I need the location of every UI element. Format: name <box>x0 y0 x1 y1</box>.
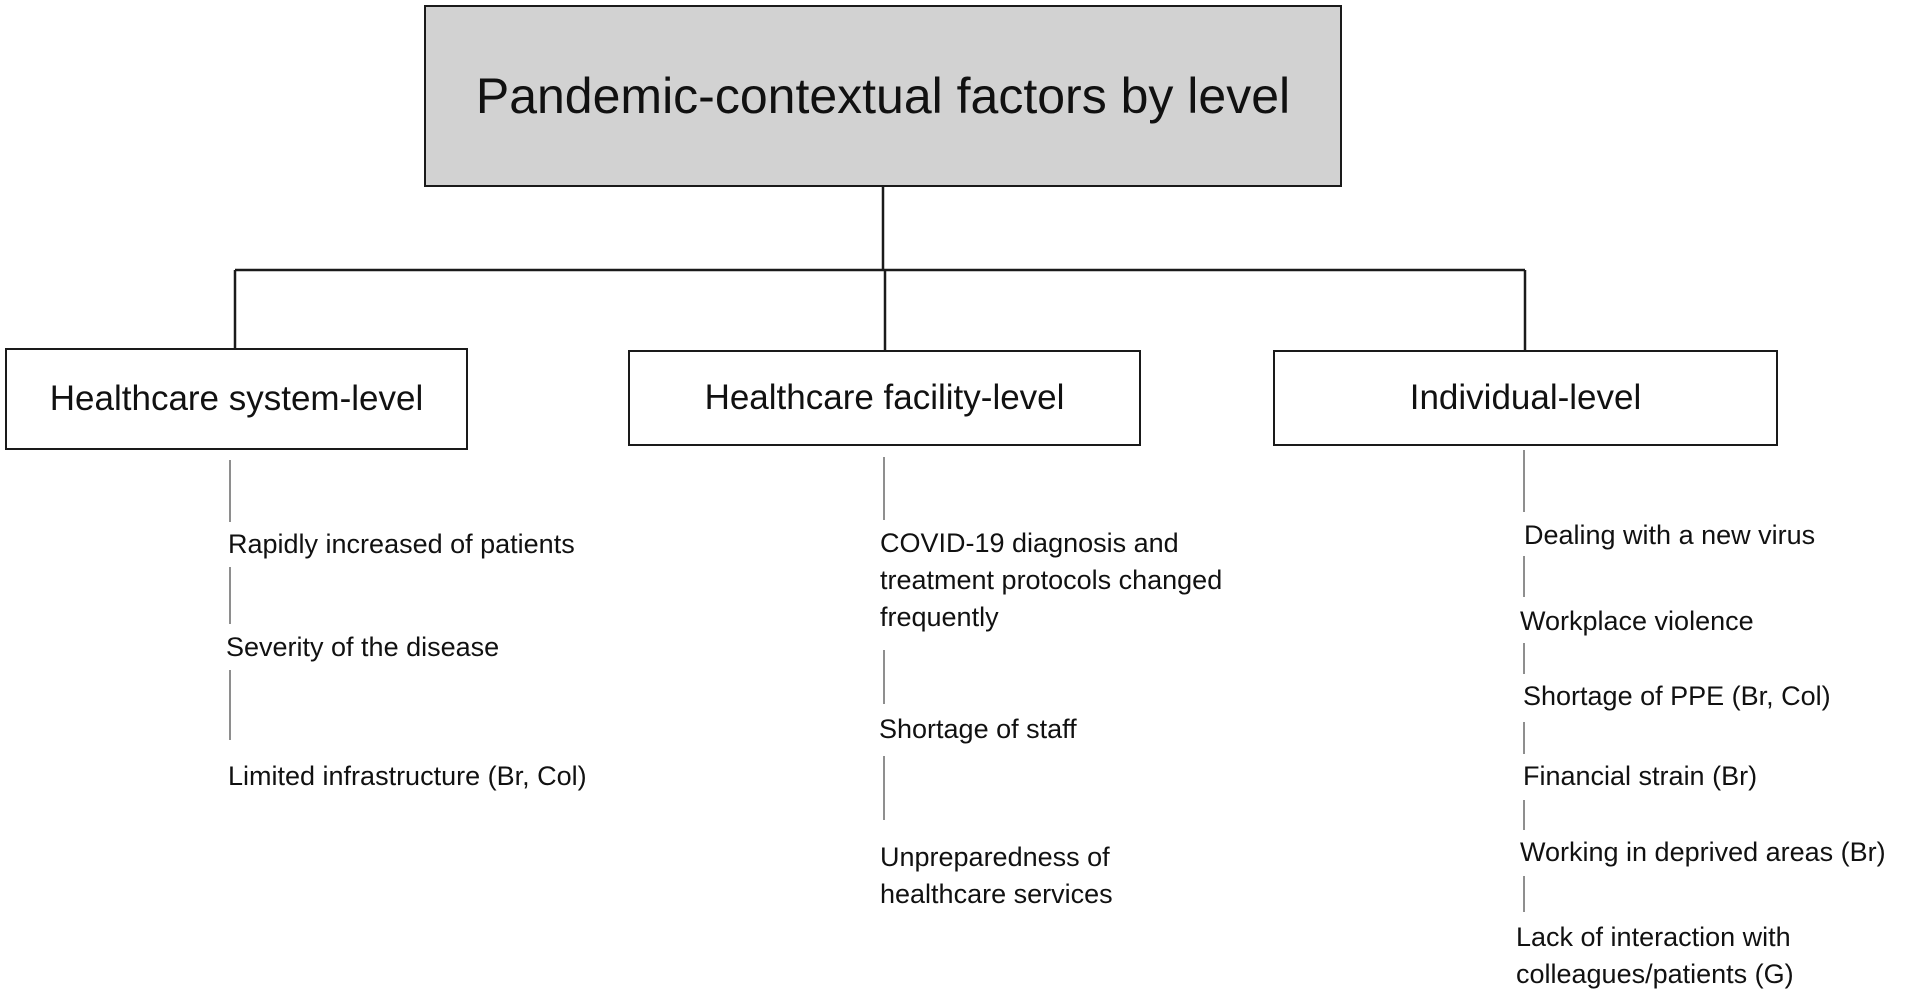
diagram-title: Pandemic-contextual factors by level <box>475 68 1291 124</box>
factor-item: Workplace violence <box>1520 606 1754 636</box>
level-box-healthcare-system: Healthcare system-level <box>5 348 468 450</box>
factor-item: COVID-19 diagnosis and treatment protoco… <box>880 528 1223 632</box>
factor-item: Shortage of staff <box>879 714 1077 744</box>
factor-item: Limited infrastructure (Br, Col) <box>228 761 587 791</box>
factor-item: Unpreparedness of healthcare services <box>880 842 1113 909</box>
factor-item: Rapidly increased of patients <box>228 529 575 559</box>
level-box-healthcare-facility: Healthcare facility-level <box>628 350 1141 446</box>
factor-item: Financial strain (Br) <box>1523 761 1758 791</box>
factor-item: Shortage of PPE (Br, Col) <box>1523 681 1831 711</box>
level-box-individual: Individual-level <box>1273 350 1778 446</box>
level-label: Healthcare system-level <box>49 379 424 418</box>
factor-item: Dealing with a new virus <box>1524 520 1816 550</box>
factor-item: Severity of the disease <box>226 632 500 662</box>
level-label: Individual-level <box>1409 378 1642 417</box>
factor-item: Lack of interaction with colleagues/pati… <box>1516 922 1794 989</box>
root-node-box: Pandemic-contextual factors by level <box>424 5 1342 187</box>
factor-item: Working in deprived areas (Br) <box>1520 837 1886 867</box>
level-label: Healthcare facility-level <box>704 378 1065 417</box>
